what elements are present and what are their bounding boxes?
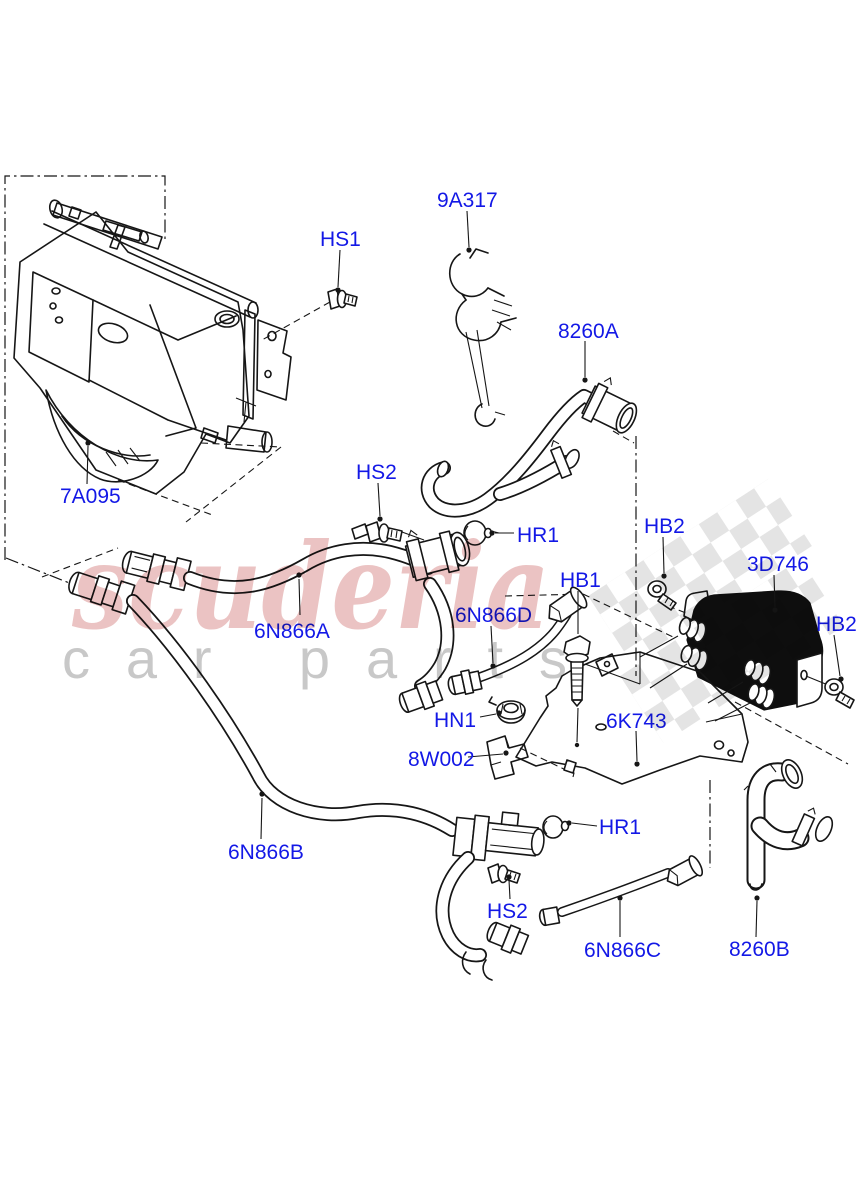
part-label-7A095[interactable]: 7A095 — [60, 485, 121, 508]
hose-clip-9A317 — [448, 248, 517, 409]
reference-boundary-lines — [4, 175, 849, 868]
part-label-6N866D[interactable]: 6N866D — [455, 604, 532, 627]
part-label-HR1-top[interactable]: HR1 — [517, 524, 559, 547]
part-label-6N866A[interactable]: 6N866A — [254, 620, 330, 643]
stud-HB1-seat — [563, 759, 577, 778]
part-label-HS1[interactable]: HS1 — [320, 228, 361, 251]
bolt-HS2-top — [351, 521, 403, 543]
bolt-HS2-bottom — [487, 863, 521, 884]
retainer-clip-HR1-bottom — [542, 815, 570, 839]
part-label-HS2-bottom[interactable]: HS2 — [487, 900, 528, 923]
part-label-HR1-bottom[interactable]: HR1 — [599, 816, 641, 839]
clip-bracket-8W002 — [486, 735, 529, 780]
tagline-watermark: car parts — [62, 627, 567, 690]
part-label-8260A[interactable]: 8260A — [558, 320, 619, 343]
part-label-HS2-top[interactable]: HS2 — [356, 461, 397, 484]
part-label-6N866C[interactable]: 6N866C — [584, 939, 661, 962]
checkered-flag-watermark — [588, 478, 844, 744]
hose-8260A — [420, 377, 638, 518]
pipe-6N866C — [538, 855, 704, 927]
nut-HN1 — [488, 696, 526, 724]
part-label-HB2-top[interactable]: HB2 — [644, 515, 685, 538]
part-label-8W002[interactable]: 8W002 — [408, 748, 475, 771]
part-label-8260B[interactable]: 8260B — [729, 938, 790, 961]
part-label-6N866B[interactable]: 6N866B — [228, 841, 304, 864]
part-label-HN1[interactable]: HN1 — [434, 709, 476, 732]
pipe-assembly-6N866B — [68, 571, 545, 981]
brand-watermark: scuderia — [71, 517, 550, 656]
bolt-HB1 — [563, 635, 591, 707]
retainer-clip-HR1-top — [463, 520, 500, 546]
hose-8260B — [743, 759, 834, 891]
part-labels: HS1 9A317 8260A 7A095 HS2 HR1 HB2 3D746 … — [60, 189, 857, 962]
bolt-HS1 — [327, 288, 358, 310]
pipe-assembly-6N866A — [121, 529, 471, 713]
bolt-HB2-right — [824, 678, 855, 709]
part-label-HB1[interactable]: HB1 — [560, 569, 601, 592]
radiator-assembly-7A095 — [13, 199, 292, 495]
pipe-6N866D — [447, 586, 588, 696]
part-label-9A317[interactable]: 9A317 — [437, 189, 498, 212]
watermark-layer: scuderia car parts — [62, 478, 844, 744]
